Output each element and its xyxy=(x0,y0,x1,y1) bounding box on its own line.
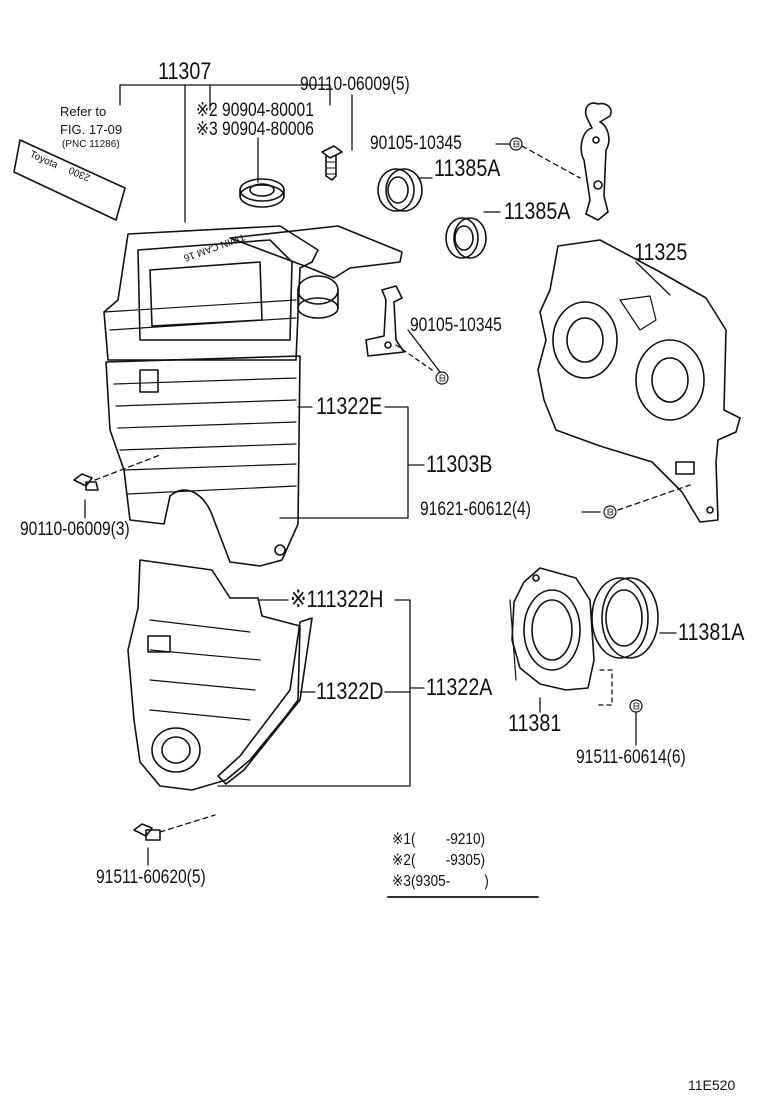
label-11307: 11307 xyxy=(158,58,212,85)
note-2-range: ( -9305) xyxy=(410,852,486,869)
label-refer-to: Refer to xyxy=(60,104,107,119)
retainer-11381 xyxy=(509,567,595,691)
label-pnc-ref: (PNC 11286) xyxy=(62,139,120,150)
rear-plate-11325 xyxy=(537,239,741,523)
label-90110-06009-3: 90110-06009(3) xyxy=(20,519,130,540)
label-11381A: 11381A xyxy=(678,619,745,646)
washer-symbols xyxy=(435,137,643,713)
note-3: ※3(9305- ) xyxy=(392,874,489,890)
label-11385A-upper: 11385A xyxy=(434,155,501,182)
label-90904-80006: ※3 90904-80006 xyxy=(196,119,314,140)
label-91511-60614-6: 91511-60614(6) xyxy=(576,747,686,768)
note-1-mark: ※1 xyxy=(392,831,411,848)
label-11303B: 11303B xyxy=(426,451,493,478)
cover-upper xyxy=(103,225,403,567)
note-1-range: ( -9210) xyxy=(410,831,486,848)
decal-label-part xyxy=(13,139,126,221)
label-90105-10345-mid: 90105-10345 xyxy=(410,315,502,336)
label-11381: 11381 xyxy=(508,710,562,737)
note-2-mark: ※2 xyxy=(392,852,411,869)
bolt-90110-left xyxy=(73,473,99,491)
oil-seal-90904 xyxy=(239,178,285,208)
label-11322D: 11322D xyxy=(316,678,384,705)
note-3-range: (9305- ) xyxy=(410,873,489,890)
label-11322A: 11322A xyxy=(426,674,493,701)
figure-code: 11E520 xyxy=(688,1077,736,1093)
note-2: ※2( -9305) xyxy=(392,853,485,869)
seal-11385A-lower xyxy=(445,217,487,259)
cover-lower xyxy=(127,559,313,791)
label-fig-ref: FIG. 17-09 xyxy=(60,122,123,137)
leader-lines xyxy=(84,84,691,898)
bolt-90110-top xyxy=(321,145,343,181)
note-1: ※1( -9210) xyxy=(392,832,485,848)
label-11385A-lower: 11385A xyxy=(504,198,571,225)
label-11325: 11325 xyxy=(634,239,688,266)
label-91621-60612-4: 91621-60612(4) xyxy=(420,499,531,520)
seal-11385A-upper xyxy=(377,168,423,212)
bolt-91511-bottom xyxy=(133,823,161,841)
bracket-hook xyxy=(580,102,612,221)
label-11322E: 11322E xyxy=(316,393,383,420)
label-90904-80001: ※2 90904-80001 xyxy=(196,100,314,121)
bracket-small xyxy=(365,285,405,357)
label-90105-10345-top: 90105-10345 xyxy=(370,133,462,154)
note-3-mark: ※3 xyxy=(392,873,411,890)
label-91511-60620-5: 91511-60620(5) xyxy=(96,867,206,888)
label-111322H: ※111322H xyxy=(290,586,384,613)
oil-seal-11381A xyxy=(591,577,659,659)
label-90110-06009-5: 90110-06009(5) xyxy=(300,74,410,95)
